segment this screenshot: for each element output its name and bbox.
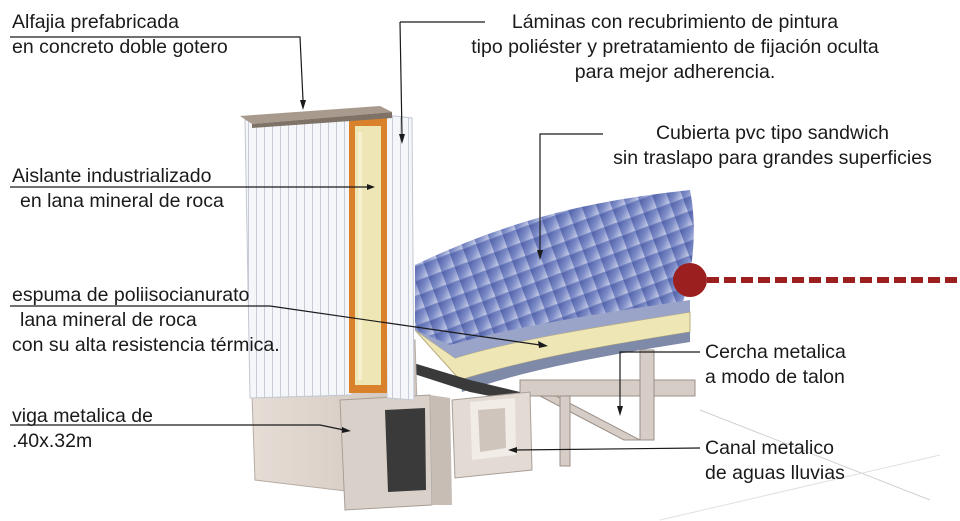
label-laminas: Láminas con recubrimiento de pintura tip…: [440, 10, 910, 85]
section-marker: [673, 263, 707, 297]
rain-gutter: [451, 391, 533, 479]
label-espuma-line-1: espuma de poliisocianurato: [12, 284, 250, 306]
ground-line-2: [659, 454, 941, 521]
label-alfajia: Alfajia prefabricada en concreto doble g…: [12, 10, 228, 60]
label-cubierta-line-2: sin traslapo para grandes superficies: [613, 147, 932, 169]
label-laminas-line-2: tipo poliéster y pretratamiento de fijac…: [471, 36, 879, 58]
label-canal: Canal metalico de aguas lluvias: [705, 436, 845, 486]
label-canal-line-1: Canal metalico: [705, 437, 834, 459]
roof-edge-shadow: [408, 362, 520, 402]
label-cercha-line-1: Cercha metalica: [705, 341, 846, 363]
label-alfajia-line-2: en concreto doble gotero: [12, 36, 228, 58]
roof-panel: [414, 190, 694, 392]
label-aislante-line-2: en lana mineral de roca: [20, 190, 224, 212]
label-espuma: espuma de poliisocianurato lana mineral …: [12, 283, 280, 358]
label-viga-line-2: .40x.32m: [12, 430, 93, 452]
label-canal-line-2: de aguas lluvias: [705, 462, 845, 484]
label-cercha: Cercha metalica a modo de talon: [705, 340, 846, 390]
label-cercha-line-2: a modo de talon: [705, 366, 845, 388]
label-aislante: Aislante industrializado en lana mineral…: [12, 164, 224, 214]
label-alfajia-line-1: Alfajia prefabricada: [12, 11, 179, 33]
label-cubierta: Cubierta pvc tipo sandwich sin traslapo …: [600, 121, 945, 171]
concrete-coping: [240, 106, 392, 128]
label-laminas-line-1: Láminas con recubrimiento de pintura: [511, 11, 839, 33]
label-viga-line-1: viga metalica de: [12, 405, 153, 427]
label-laminas-line-3: para mejor adherencia.: [574, 61, 776, 83]
steel-truss: [519, 349, 696, 467]
ground-line: [699, 409, 931, 501]
label-espuma-line-2: lana mineral de roca: [20, 309, 197, 331]
label-espuma-line-3: con su alta resistencia térmica.: [12, 334, 280, 356]
label-aislante-line-1: Aislante industrializado: [12, 165, 212, 187]
leader-lines: [10, 21, 701, 453]
label-cubierta-line-1: Cubierta pvc tipo sandwich: [655, 122, 890, 144]
label-viga: viga metalica de .40x.32m: [12, 404, 153, 454]
insulation-core: [349, 118, 387, 393]
wall-panel: [244, 114, 415, 401]
